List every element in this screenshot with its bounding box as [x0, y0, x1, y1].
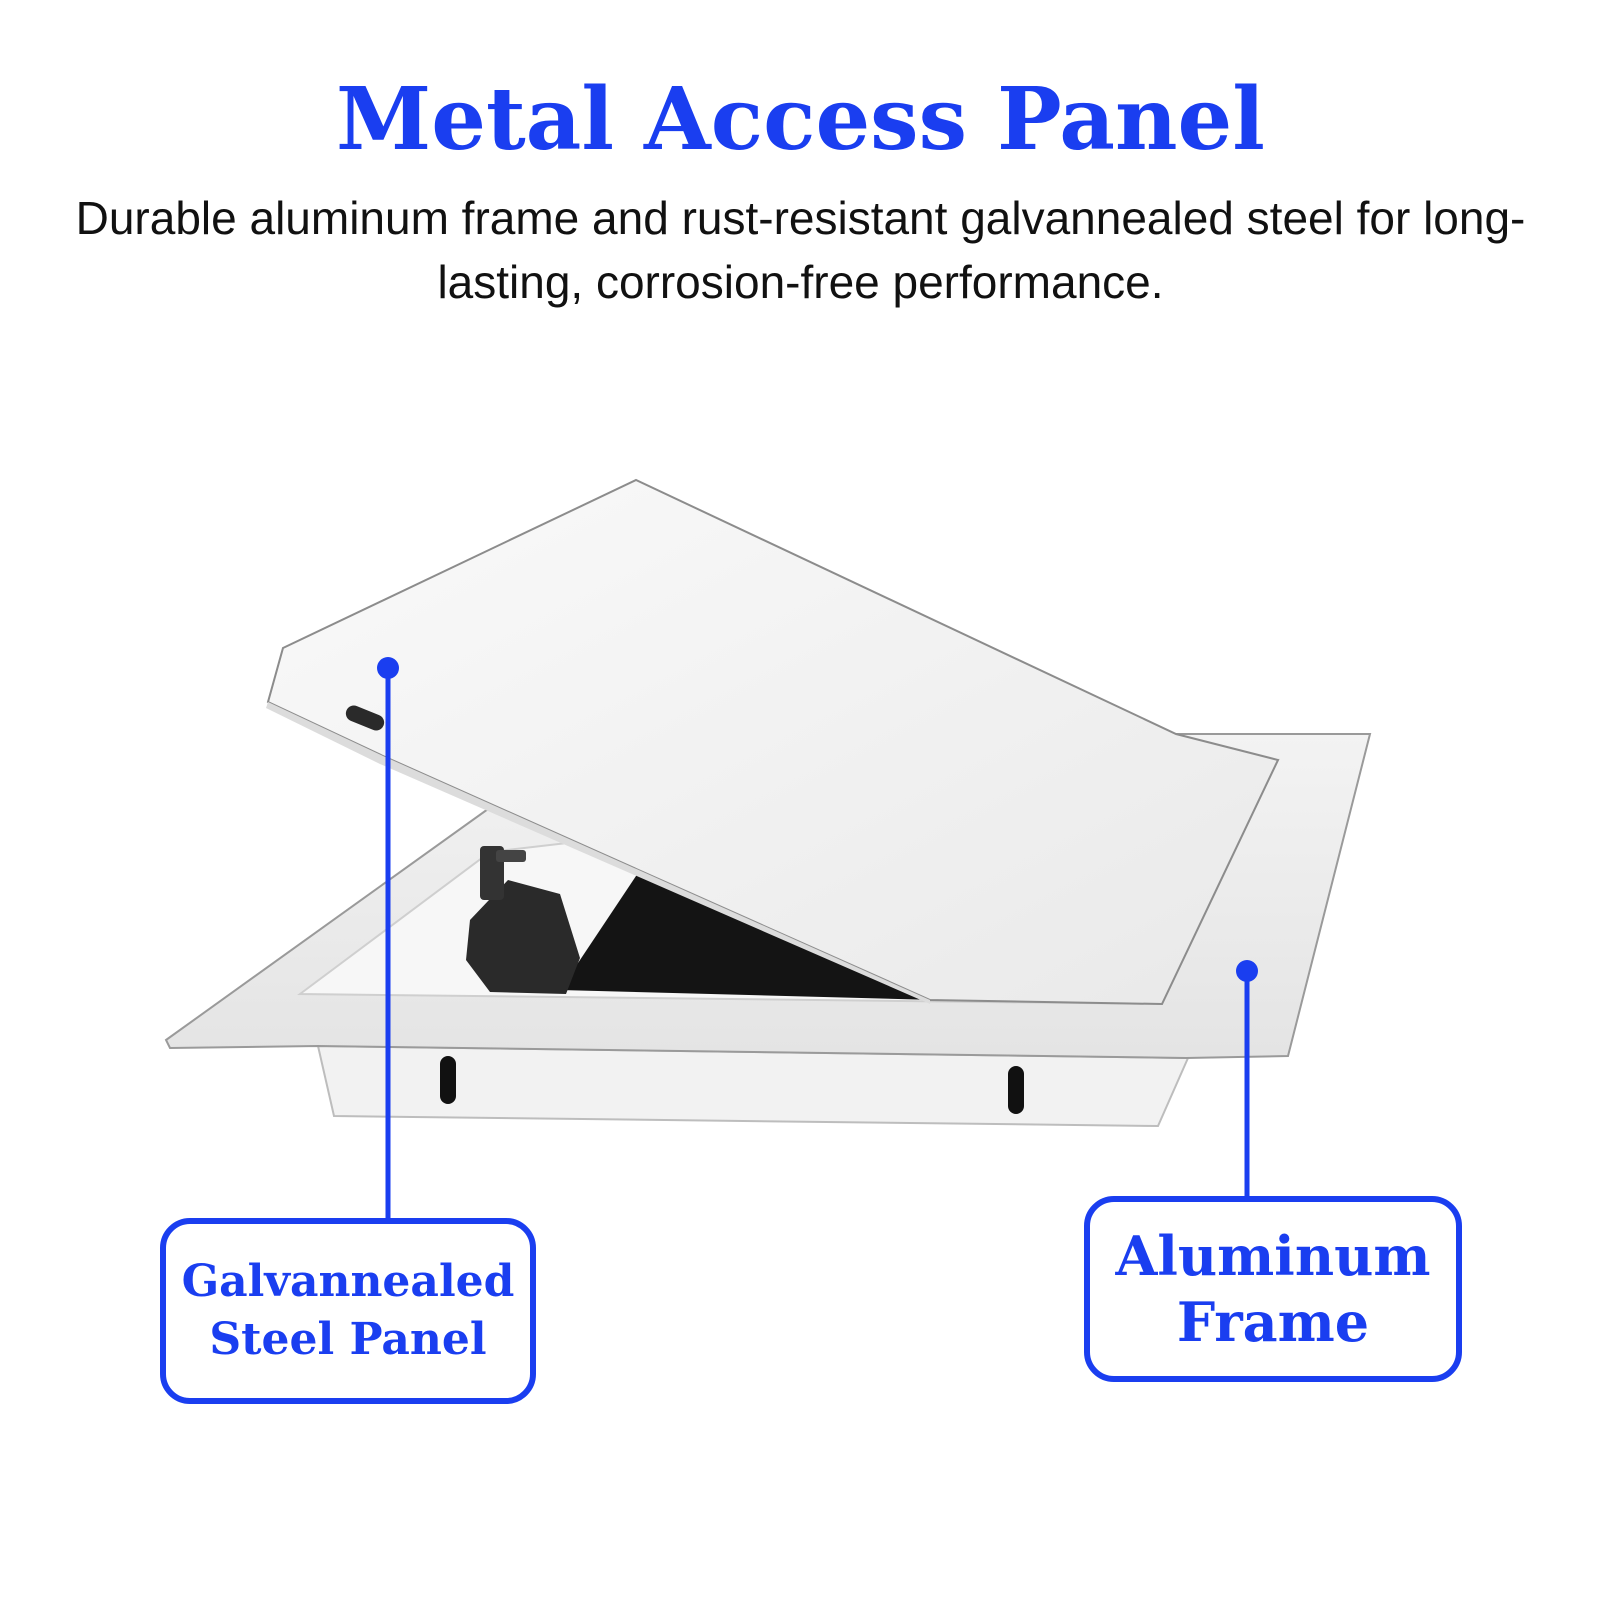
frame-skirt [316, 1044, 1190, 1128]
page-subtitle: Durable aluminum frame and rust-resistan… [75, 192, 1526, 308]
lid-slot [345, 705, 385, 731]
callout-frame-line1: Aluminum [1115, 1224, 1431, 1288]
panel-opening [560, 870, 935, 1000]
callout-galvannealed-steel-panel: Galvannealed Steel Panel [160, 1218, 536, 1404]
callout-steel-line1: Galvannealed [181, 1256, 515, 1307]
callout-aluminum-frame: Aluminum Frame [1084, 1196, 1462, 1382]
steel-panel-shape [266, 478, 1280, 1006]
callout-steel-line2: Steel Panel [209, 1314, 487, 1365]
mounting-slot-right [1008, 1066, 1024, 1114]
callout-frame-line2: Frame [1176, 1290, 1370, 1354]
latch-icon [466, 846, 580, 994]
callout-leader-frame [1236, 960, 1258, 1196]
page-title: Metal Access Panel [336, 69, 1265, 170]
mounting-slot-left [440, 1056, 456, 1104]
callout-leader-steel [377, 657, 399, 1218]
